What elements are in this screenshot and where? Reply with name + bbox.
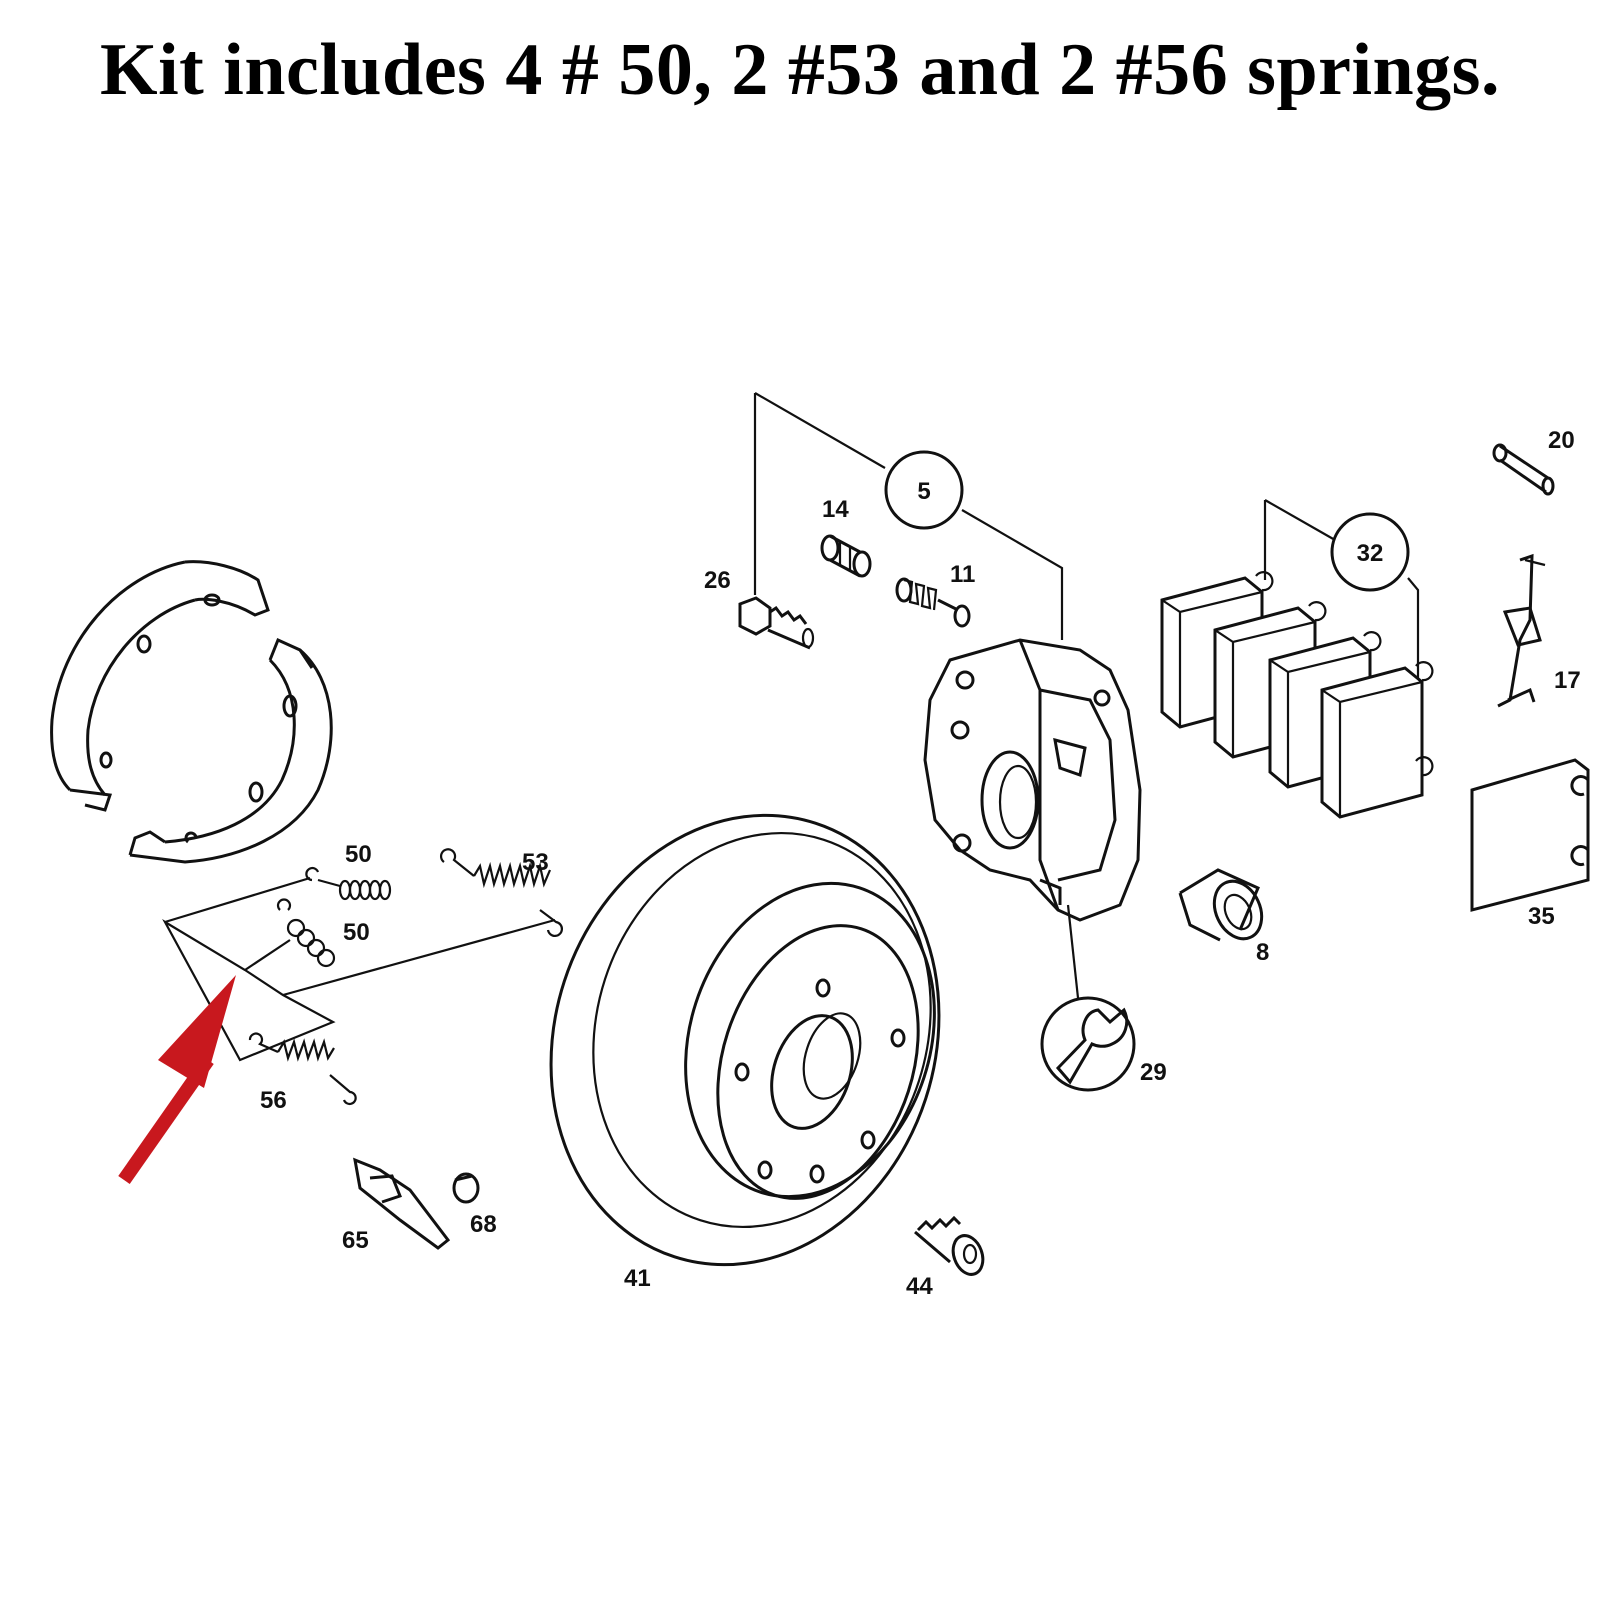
part-label-50-lower: 50 bbox=[343, 919, 370, 946]
kit-title: Kit includes 4 # 50, 2 #53 and 2 #56 spr… bbox=[100, 29, 1500, 111]
spring-clip-17 bbox=[1497, 553, 1546, 708]
callout-32: 32 bbox=[1330, 512, 1410, 592]
part-label-56: 56 bbox=[260, 1087, 287, 1114]
part-label-5: 5 bbox=[917, 478, 930, 505]
sleeve-8 bbox=[1178, 868, 1264, 942]
part-label-8: 8 bbox=[1256, 939, 1269, 966]
parking-brake-shoe-left bbox=[50, 560, 270, 812]
bushing-14 bbox=[820, 534, 872, 578]
red-arrow-icon bbox=[118, 975, 236, 1185]
part-label-68: 68 bbox=[470, 1211, 497, 1238]
part-label-35: 35 bbox=[1528, 903, 1555, 930]
spring-group-leaders bbox=[162, 876, 556, 1062]
part-label-29: 29 bbox=[1140, 1059, 1167, 1086]
brake-pads-32 bbox=[1160, 571, 1434, 819]
parking-brake-shoe-right bbox=[128, 637, 333, 864]
spring-53 bbox=[439, 848, 563, 937]
part-label-50-upper: 50 bbox=[345, 841, 372, 868]
bolt-26 bbox=[738, 596, 815, 650]
part-label-53: 53 bbox=[522, 849, 549, 876]
part-label-20: 20 bbox=[1548, 427, 1575, 454]
sleeve-part-68 bbox=[452, 1172, 480, 1204]
screw-44 bbox=[914, 1215, 985, 1276]
spring-50-upper bbox=[305, 866, 392, 901]
part-label-32: 32 bbox=[1357, 540, 1384, 567]
part-label-41: 41 bbox=[624, 1265, 651, 1292]
spring-56 bbox=[248, 1032, 357, 1106]
caliper-body bbox=[923, 638, 1142, 922]
wrench-icon bbox=[1040, 996, 1136, 1092]
bleeder-11 bbox=[895, 577, 971, 628]
brake-disc-41 bbox=[549, 813, 941, 1267]
shim-35 bbox=[1470, 758, 1590, 912]
part-label-44: 44 bbox=[906, 1273, 933, 1300]
caliper-leaders bbox=[753, 392, 1080, 999]
spring-50-lower bbox=[276, 898, 336, 968]
part-label-65: 65 bbox=[342, 1227, 369, 1254]
part-label-11: 11 bbox=[950, 561, 975, 588]
part-label-26: 26 bbox=[704, 567, 731, 594]
callout-5: 5 bbox=[884, 450, 964, 530]
adjuster-part-65 bbox=[353, 1157, 451, 1250]
part-label-17: 17 bbox=[1554, 667, 1581, 694]
part-label-14: 14 bbox=[822, 496, 849, 523]
pin-20 bbox=[1492, 443, 1555, 496]
